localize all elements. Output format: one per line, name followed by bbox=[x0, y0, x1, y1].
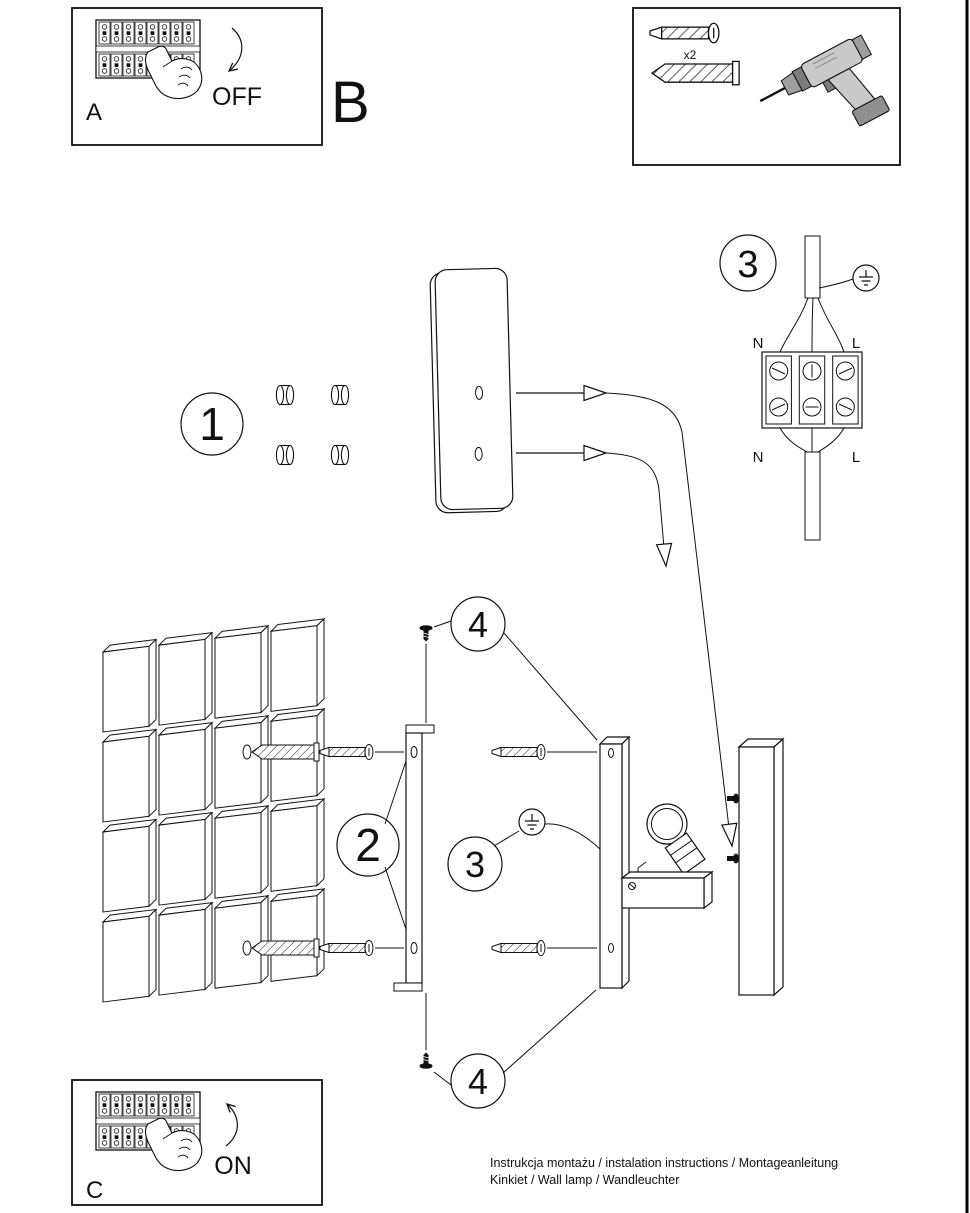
step-3-middle-group: 3 bbox=[447, 808, 627, 892]
lamp-assembly-illustration bbox=[598, 735, 785, 997]
footer-line-2: Kinkiet / Wall lamp / Wandleuchter bbox=[490, 1173, 679, 1187]
small-screw-icon bbox=[419, 1052, 433, 1070]
small-screw-icon bbox=[419, 624, 433, 642]
step-3-badge bbox=[447, 836, 503, 892]
label-n-top: N bbox=[753, 335, 764, 352]
drill-icon bbox=[759, 34, 890, 127]
routing-line-to-lamp bbox=[605, 392, 730, 829]
direction-arrow-icon bbox=[656, 542, 675, 568]
supply-cable-top bbox=[804, 235, 821, 299]
cover-screw-icon bbox=[727, 853, 739, 864]
cover-screw-icon bbox=[727, 793, 739, 804]
mounting-bracket-illustration bbox=[393, 724, 435, 992]
drill-hole bbox=[242, 744, 252, 760]
step-4-number: 4 bbox=[468, 604, 488, 645]
step-2-group: 2 bbox=[336, 724, 597, 992]
power-on-panel: ON C bbox=[71, 1079, 323, 1206]
label-l-top: L bbox=[852, 335, 860, 352]
step-4-number: 4 bbox=[468, 1061, 488, 1102]
earth-symbol-icon bbox=[518, 808, 546, 836]
step-4-top-group: 4 bbox=[419, 596, 598, 741]
power-off-label: OFF bbox=[212, 83, 262, 111]
switch-up-arrow-icon bbox=[225, 1103, 238, 1147]
wall-anchor-row-bottom bbox=[251, 938, 404, 958]
spacer-icon bbox=[275, 384, 295, 406]
lamp-wall-plate bbox=[598, 735, 631, 990]
lamp-socket bbox=[664, 832, 706, 876]
drill-hole bbox=[242, 940, 252, 956]
panel-a-letter: A bbox=[86, 99, 102, 126]
wall-plug-icon bbox=[251, 742, 320, 762]
quantity-label: x2 bbox=[684, 48, 697, 62]
mounting-screw-icon bbox=[319, 744, 374, 760]
step-4-bottom-group: 4 bbox=[419, 989, 597, 1109]
fixing-screw-icon bbox=[491, 744, 546, 760]
switch-down-arrow-icon bbox=[227, 27, 243, 72]
spacer-icon bbox=[330, 444, 350, 466]
spacer-icon bbox=[275, 444, 295, 466]
panel-c-letter: C bbox=[86, 1177, 103, 1204]
step-1-group: 1 bbox=[180, 267, 741, 848]
footer-line-1: Instrukcja montażu / instalation instruc… bbox=[490, 1156, 838, 1170]
back-plate-illustration bbox=[429, 267, 514, 514]
mounting-screw-icon bbox=[649, 22, 720, 44]
spacer-icon bbox=[330, 384, 350, 406]
step-4-badge bbox=[450, 1053, 506, 1109]
label-l-bottom: L bbox=[852, 449, 860, 466]
parts-box: x2 bbox=[632, 7, 901, 166]
step-3-number: 3 bbox=[465, 844, 485, 885]
power-on-label: ON bbox=[214, 1152, 252, 1180]
direction-arrow-icon bbox=[583, 444, 607, 462]
earth-symbol-icon bbox=[852, 264, 880, 292]
step-1-number: 1 bbox=[199, 398, 225, 450]
lamp-cover-plate bbox=[727, 737, 785, 997]
direction-arrow-icon bbox=[721, 822, 741, 848]
terminal-block bbox=[761, 351, 863, 429]
wall-anchor-row-top bbox=[251, 742, 404, 762]
label-n-bottom: N bbox=[753, 449, 764, 466]
lamp-arm bbox=[620, 870, 714, 910]
direction-arrow-icon bbox=[583, 384, 607, 402]
step-4-badge bbox=[450, 596, 506, 652]
step-2-badge bbox=[336, 813, 400, 877]
supply-cable-bottom bbox=[804, 451, 821, 541]
step-1-badge bbox=[180, 392, 244, 456]
wiring-diagram: 3 N L N L bbox=[719, 234, 880, 541]
light-bulb-inner bbox=[651, 808, 683, 840]
step-3-number: 3 bbox=[737, 244, 758, 286]
wall-plug-icon bbox=[251, 938, 320, 958]
wall-plug-icon bbox=[651, 60, 740, 86]
routing-line-to-wall bbox=[605, 452, 665, 549]
power-off-panel: OFF A bbox=[71, 7, 323, 146]
step-2-number: 2 bbox=[355, 819, 381, 871]
step-3-badge bbox=[719, 234, 777, 292]
section-b-letter: B bbox=[331, 70, 370, 135]
fixing-screw-icon bbox=[491, 940, 546, 956]
mounting-screw-icon bbox=[319, 940, 374, 956]
